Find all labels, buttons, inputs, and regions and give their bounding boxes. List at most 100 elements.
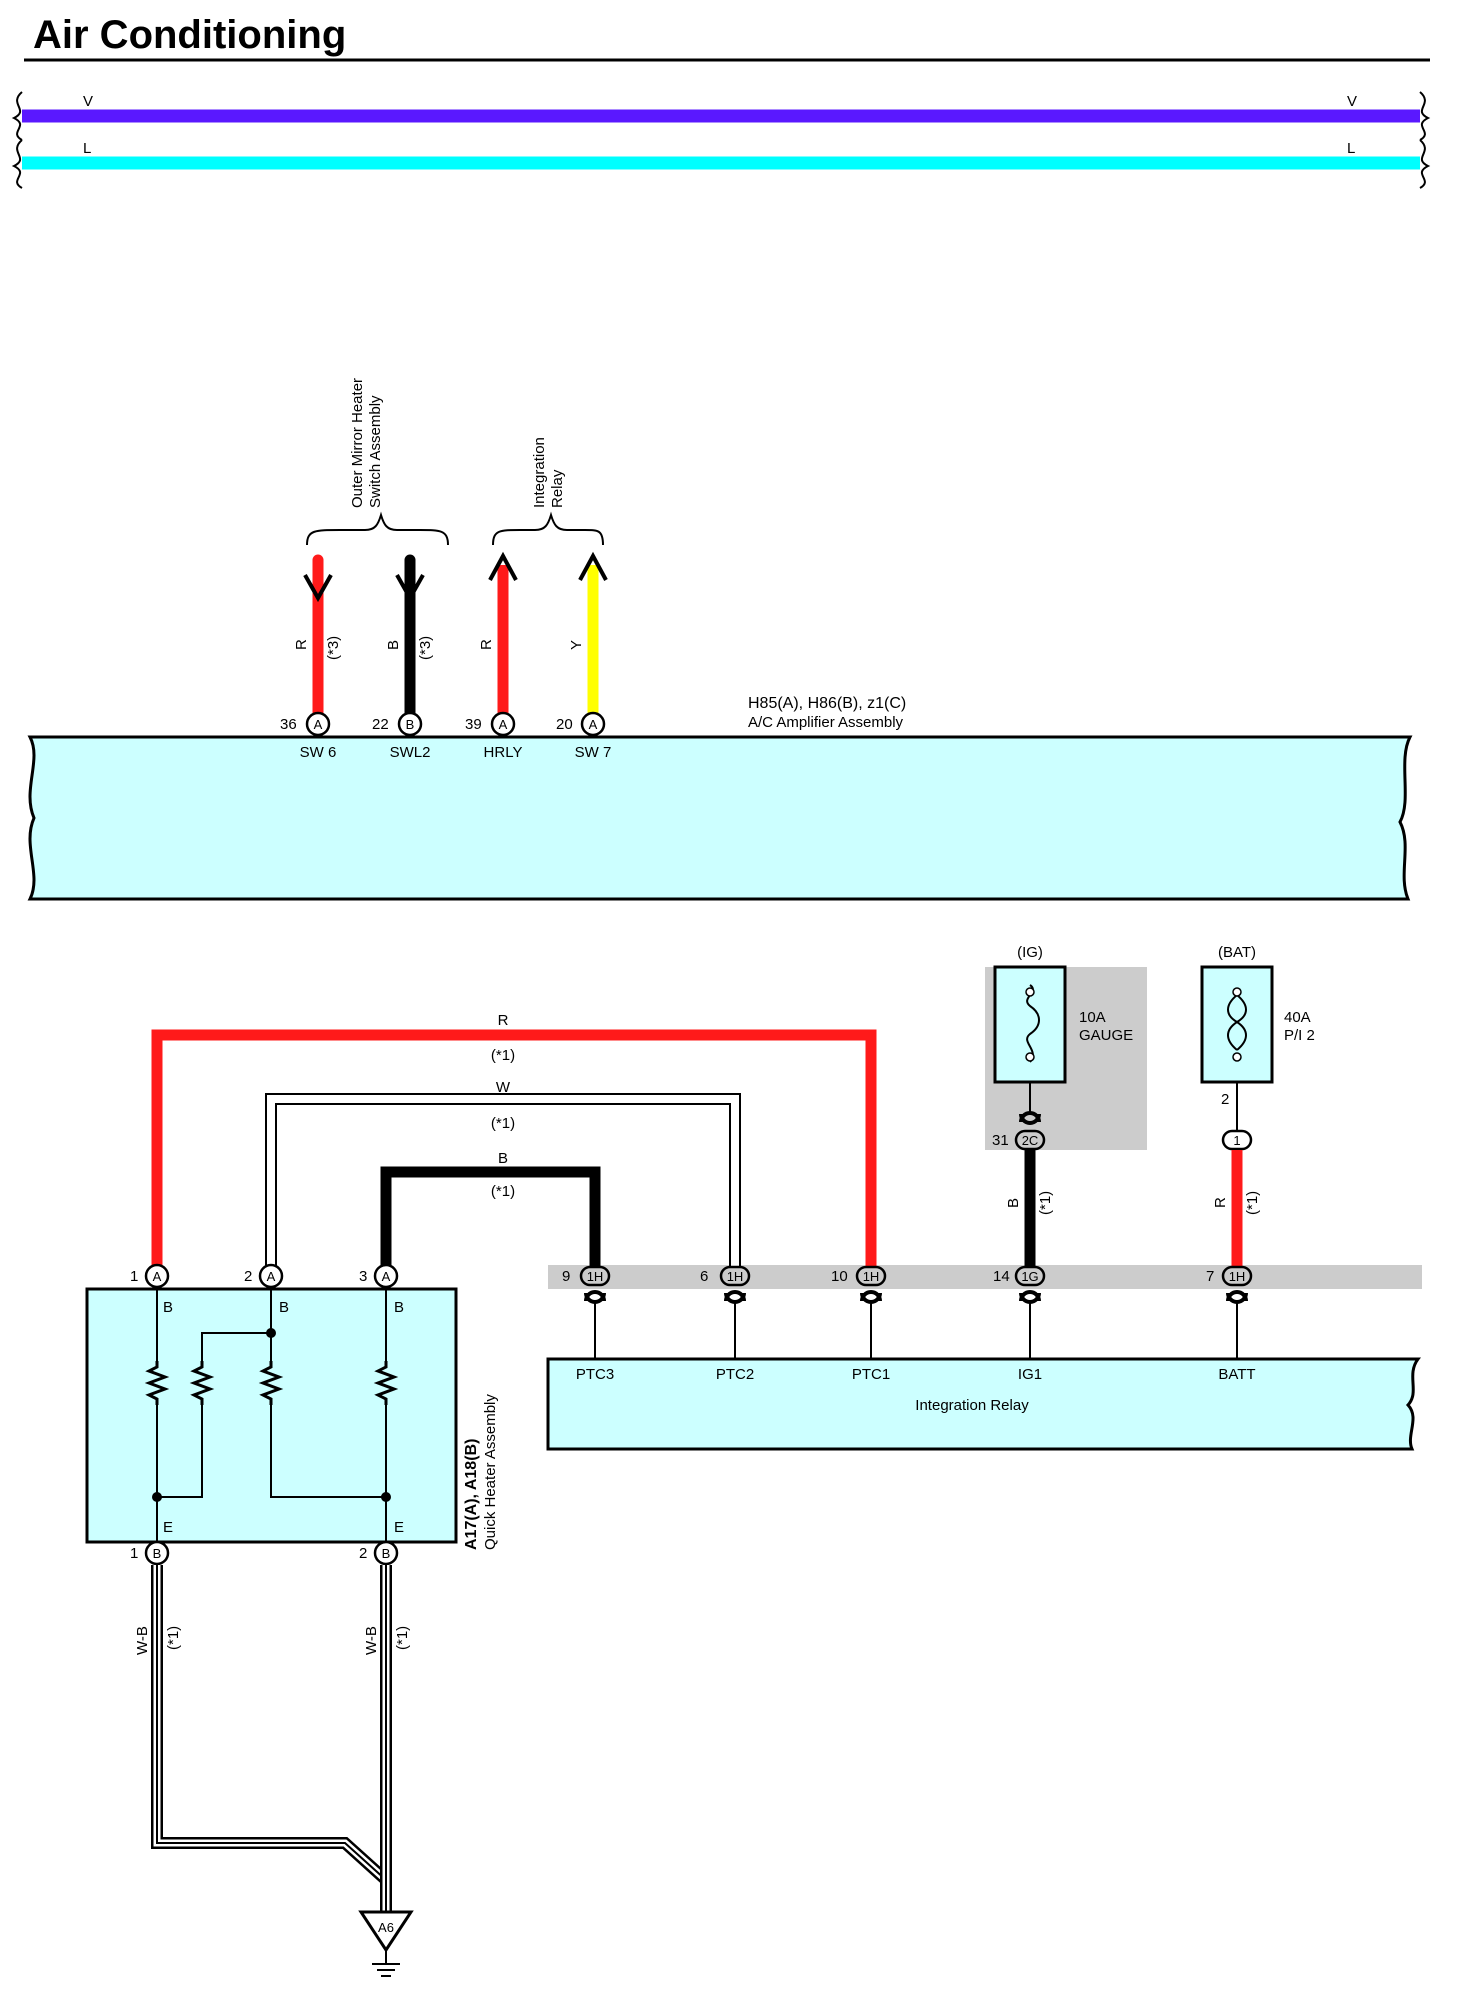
fuse-ig: (IG) 10A GAUGE xyxy=(985,944,1147,1150)
wire-ptc3-black xyxy=(380,1166,601,1275)
pin-circle-sw7 xyxy=(580,711,606,737)
wire-r-label: R xyxy=(498,1012,509,1029)
pin-num-swl2: 22 xyxy=(372,716,389,733)
wire-color-hrly: R xyxy=(478,639,495,650)
ac-amplifier: H85(A), H86(B), z1(C) A/C Amplifier Asse… xyxy=(27,695,1413,901)
heater-side-2a: B xyxy=(279,1299,289,1316)
ac-amplifier-body xyxy=(27,735,1413,901)
bus-break-left-1 xyxy=(11,91,23,141)
connector-strip xyxy=(548,1265,1422,1289)
amplifier-wires: R (*3) B (*3) R Y xyxy=(293,551,608,720)
heater-feed-wires: R (*1) W (*1) B (*1) xyxy=(151,1012,877,1275)
heater-junction-top xyxy=(266,1328,276,1338)
integration-relay: Integration Relay 1H 9 PTC3 1H 6 PTC2 1H… xyxy=(546,1265,1421,1451)
bus-wires: V V L L xyxy=(11,91,1431,189)
relay-pin-num-ptc2: 6 xyxy=(700,1268,708,1285)
quick-heater-name: Quick Heater Assembly xyxy=(482,1394,499,1550)
ground-wire-left-outer xyxy=(151,1565,391,1885)
pin-conn-sw6: A xyxy=(314,717,323,732)
ground-symbol-triangle xyxy=(358,1910,414,1953)
quick-heater: A 1 B A 2 B A 3 B B 1 E B 2 E A17(A), A1… xyxy=(85,1263,499,1566)
fuse-ig-name: GAUGE xyxy=(1079,1027,1133,1044)
fuse-bat-box xyxy=(1200,965,1274,1084)
relay-jack-ptc1 xyxy=(860,1290,882,1304)
wire-color-swl2: B xyxy=(385,640,402,650)
wire-color-sw6: R xyxy=(293,639,310,650)
heater-pin-num-1b: 1 xyxy=(130,1545,138,1562)
heater-pin-circle-1b xyxy=(144,1540,170,1566)
bus-break-right-1 xyxy=(1419,91,1431,141)
fuse-ig-rating: 10A xyxy=(1079,1009,1106,1026)
ground-wire-left-note: (*1) xyxy=(165,1626,182,1650)
arrow-hrly-out xyxy=(488,551,518,581)
ground-wire-right-note: (*1) xyxy=(394,1626,411,1650)
relay-pin-num-batt: 7 xyxy=(1206,1268,1214,1285)
heater-side-1b: E xyxy=(163,1519,173,1536)
heater-pin-num-3a: 3 xyxy=(359,1268,367,1285)
heater-junction-right xyxy=(381,1492,391,1502)
relay-pin-num-ptc3: 9 xyxy=(562,1268,570,1285)
relay-pin-conn-ig1: 1G xyxy=(1021,1269,1038,1284)
fuse-bat-terminal-top xyxy=(1232,987,1242,997)
pin-conn-swl2: B xyxy=(406,717,415,732)
wire-batt-note: (*1) xyxy=(1244,1191,1261,1215)
wire-color-sw7: Y xyxy=(568,640,585,650)
fuse-bat-name: P/I 2 xyxy=(1284,1027,1315,1044)
wire-ig1-color: B xyxy=(1005,1198,1022,1208)
group-labels: Outer Mirror Heater Switch Assembly Inte… xyxy=(306,378,604,546)
fuse-bat-terminal-bottom xyxy=(1232,1052,1242,1062)
fuse-bat-rating: 40A xyxy=(1284,1009,1311,1026)
arrow-swl2-in xyxy=(395,574,425,603)
relay-pin-oval-ptc1 xyxy=(855,1265,887,1287)
pin-num-sw6: 36 xyxy=(280,716,297,733)
ground-wire-left-inner xyxy=(153,1565,389,1883)
relay-pin-label-ptc1: PTC1 xyxy=(852,1366,890,1383)
pin-num-sw7: 20 xyxy=(556,716,573,733)
wire-note-sw6: (*3) xyxy=(325,636,342,660)
pin-circle-sw6 xyxy=(305,711,331,737)
heater-circuit-mid xyxy=(270,1287,386,1498)
fuse-ig-terminal-bottom xyxy=(1025,1052,1035,1062)
heater-circuit-branch xyxy=(157,1332,271,1498)
ground-wire-left-stripe xyxy=(156,1565,387,1881)
fuse-bat-pin-conn: 1 xyxy=(1233,1133,1240,1148)
fuse-bat-lead-num: 2 xyxy=(1221,1091,1229,1108)
wire-ptc2-white-inner xyxy=(267,1095,739,1275)
pin-circle-swl2 xyxy=(397,711,423,737)
heater-side-3a: B xyxy=(394,1299,404,1316)
page-title: Air Conditioning xyxy=(33,13,346,57)
fuse-ig-box xyxy=(993,965,1067,1084)
bus-l-label-right: L xyxy=(1347,140,1355,157)
relay-pin-label-ig1: IG1 xyxy=(1018,1366,1042,1383)
quick-heater-connectors: A17(A), A18(B) xyxy=(463,1439,480,1550)
arrow-sw6-in xyxy=(303,574,333,603)
ground-wires: W-B (*1) W-B (*1) A6 xyxy=(134,1565,414,1977)
relay-pin-conn-ptc1: 1H xyxy=(863,1269,880,1284)
relay-pin-oval-ig1 xyxy=(1014,1265,1046,1287)
fuse-bat-element xyxy=(1227,994,1247,1051)
relay-pin-oval-ptc3 xyxy=(579,1265,611,1287)
integration-relay-group-line2: Relay xyxy=(549,469,566,508)
heater-side-1a: B xyxy=(163,1299,173,1316)
fuse-bat-pin-oval xyxy=(1221,1129,1253,1151)
relay-pin-label-ptc3: PTC3 xyxy=(576,1366,614,1383)
ground-wire-right-color: W-B xyxy=(363,1626,380,1655)
wire-r-note: (*1) xyxy=(491,1047,515,1064)
wire-w-note: (*1) xyxy=(491,1115,515,1132)
pin-label-hrly: HRLY xyxy=(484,744,523,761)
heater-pin-circle-2b xyxy=(373,1540,399,1566)
pin-circle-hrly xyxy=(490,711,516,737)
wire-w-label: W xyxy=(496,1079,511,1096)
wire-b-label: B xyxy=(498,1150,508,1167)
bus-l-label-left: L xyxy=(83,140,91,157)
fuse-bat-supply: (BAT) xyxy=(1218,944,1256,961)
integration-relay-group-label: Integration Relay xyxy=(531,433,566,508)
bus-break-left-2 xyxy=(11,139,23,189)
wire-ptc1-red xyxy=(151,1029,877,1275)
relay-pin-oval-batt xyxy=(1221,1265,1253,1287)
heater-pin-num-2a: 2 xyxy=(244,1268,252,1285)
integration-relay-body xyxy=(546,1357,1421,1451)
ac-amplifier-connectors: H85(A), H86(B), z1(C) xyxy=(748,695,906,712)
heater-pin-conn-3a: A xyxy=(382,1269,391,1284)
pin-label-sw6: SW 6 xyxy=(300,744,337,761)
